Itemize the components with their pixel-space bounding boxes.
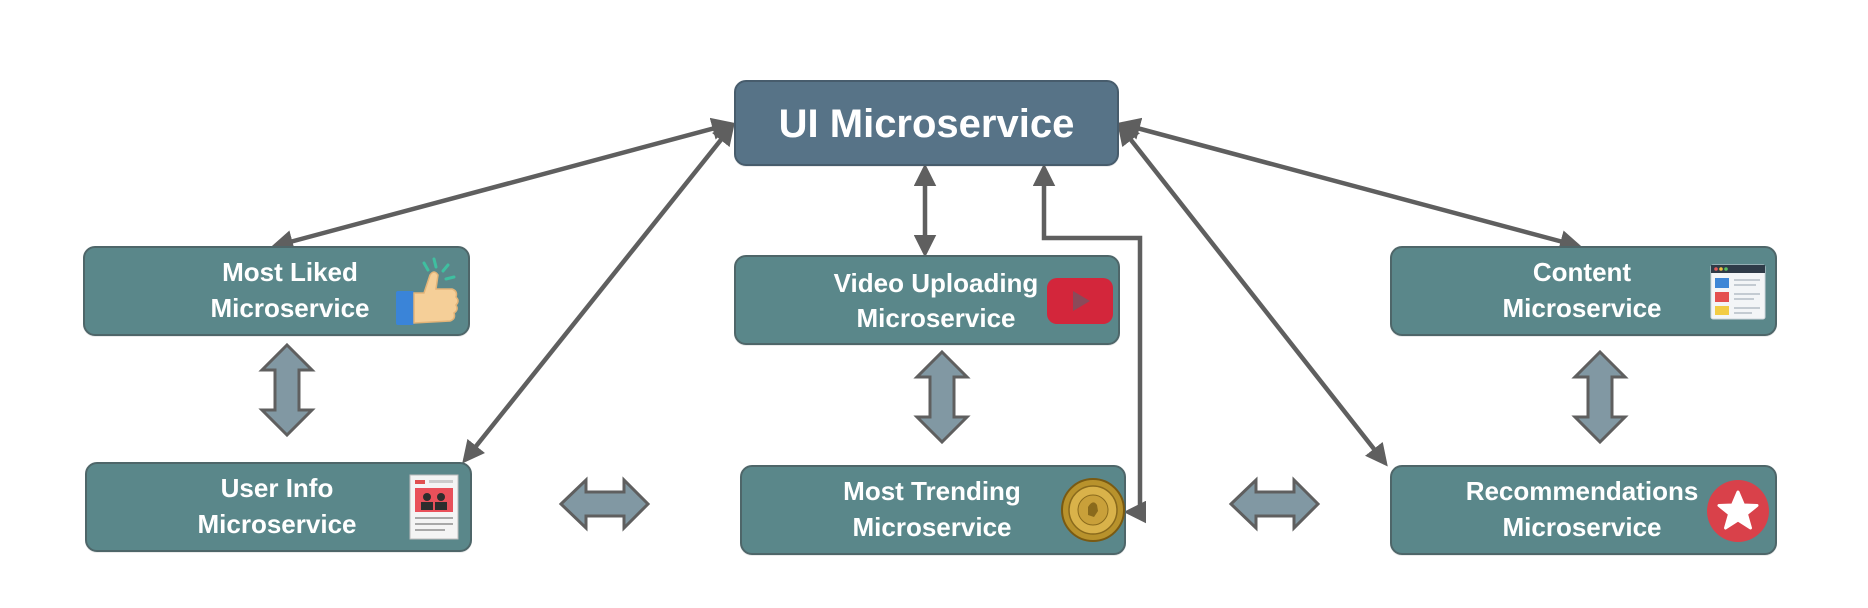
block-arrow-liked-user [258, 342, 316, 438]
connector-ui-recommendations [1117, 122, 1388, 467]
recommendations-title: Recommendations [1465, 476, 1699, 506]
most-liked-microservice-node: Most Liked Microservice [83, 246, 470, 336]
content-subtitle: Microservice [1502, 293, 1662, 323]
most-liked-subtitle: Microservice [210, 293, 370, 323]
thumbs-up-icon [396, 257, 459, 325]
block-arrow-content-recommendations [1571, 349, 1629, 445]
star-badge-icon [1707, 480, 1769, 542]
block-arrow-video-trending [913, 349, 971, 445]
block-arrow-trending-recommendations [1228, 476, 1321, 532]
connector-ui-user-info [462, 122, 735, 464]
youtube-play-icon [1047, 278, 1113, 324]
web-page-icon [1710, 264, 1766, 320]
user-info-microservice-node: User Info Microservice [85, 462, 472, 552]
content-microservice-node: Content Microservice [1390, 246, 1777, 336]
most-trending-subtitle: Microservice [852, 512, 1012, 542]
ui-microservice-title: UI Microservice [778, 102, 1075, 146]
profile-card-icon [409, 474, 459, 540]
recommendations-subtitle: Microservice [1502, 512, 1662, 542]
connector-ui-most-liked [270, 117, 735, 253]
recommendations-microservice-node: Recommendations Microservice [1390, 465, 1777, 555]
connector-ui-content [1117, 117, 1583, 253]
most-trending-title: Most Trending [843, 476, 1021, 506]
most-liked-title: Most Liked [222, 257, 358, 287]
most-popular-seal-icon [1061, 478, 1125, 542]
user-info-subtitle: Microservice [197, 509, 357, 539]
content-title: Content [1532, 257, 1632, 287]
user-info-title: User Info [220, 473, 334, 503]
video-uploading-subtitle: Microservice [856, 303, 1016, 333]
ui-microservice-node: UI Microservice [734, 80, 1119, 166]
most-trending-microservice-node: Most Trending Microservice [740, 465, 1126, 555]
block-arrow-user-trending [558, 476, 651, 532]
video-uploading-microservice-node: Video Uploading Microservice [734, 255, 1120, 345]
video-uploading-title: Video Uploading [833, 268, 1039, 298]
